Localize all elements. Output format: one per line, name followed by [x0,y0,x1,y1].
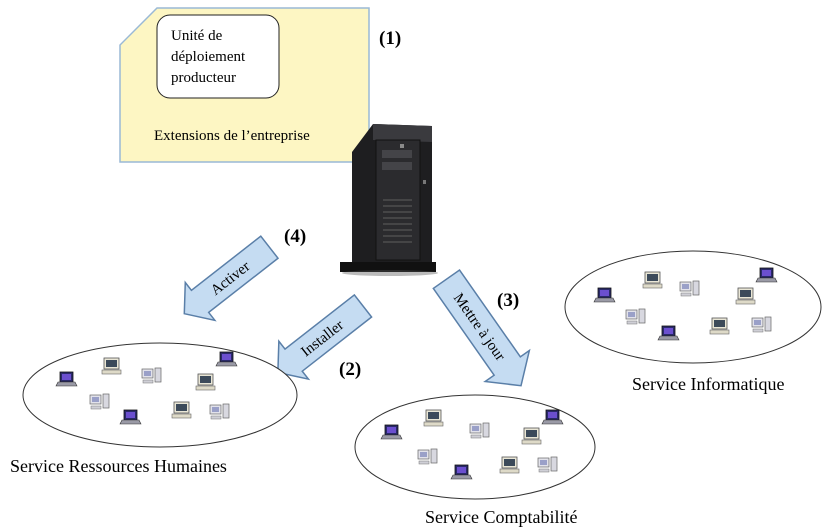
workstation-icon [141,367,162,384]
step-1-label: (1) [379,28,401,49]
service-hr-caption: Service Ressources Humaines [10,456,227,476]
extensions-caption: Extensions de l’entreprise [154,128,310,144]
desktop-icon [642,271,663,289]
update-arrow: Mettre à jour [432,268,531,387]
desktop-icon [195,373,216,391]
workstation-icon [537,456,558,473]
service-hr-group [22,342,298,448]
desktop-icon [709,317,730,335]
step-3-label: (3) [497,290,519,311]
deployment-unit-line-2: déploiement [171,49,246,65]
workstation-icon [209,403,230,420]
desktop-icon [735,287,756,305]
service-accounting-caption: Service Comptabilité [425,507,577,527]
activate-arrow: Activer [183,235,280,322]
desktop-icon [423,409,444,427]
step-2-label: (2) [339,359,361,380]
service-accounting-group [354,394,596,500]
extensions-note: Unité de déploiement producteur Extensio… [119,7,370,163]
desktop-icon [171,401,192,419]
workstation-icon [469,422,490,439]
deployment-unit-line-3: producteur [171,70,236,86]
deployment-unit-box [156,14,280,99]
deployment-unit-line-1: Unité de [171,28,223,44]
workstation-icon [417,448,438,465]
workstation-icon [679,280,700,297]
workstation-icon [751,316,772,333]
service-it-caption: Service Informatique [632,374,784,394]
workstation-icon [89,393,110,410]
step-4-label: (4) [284,226,306,247]
workstation-icon [625,308,646,325]
desktop-icon [499,456,520,474]
tower-server-icon [340,124,438,276]
desktop-icon [101,357,122,375]
service-it-group [564,250,822,364]
desktop-icon [521,427,542,445]
service-hr-ellipse [22,342,298,448]
service-it-ellipse [564,250,822,364]
service-accounting-ellipse [354,394,596,500]
